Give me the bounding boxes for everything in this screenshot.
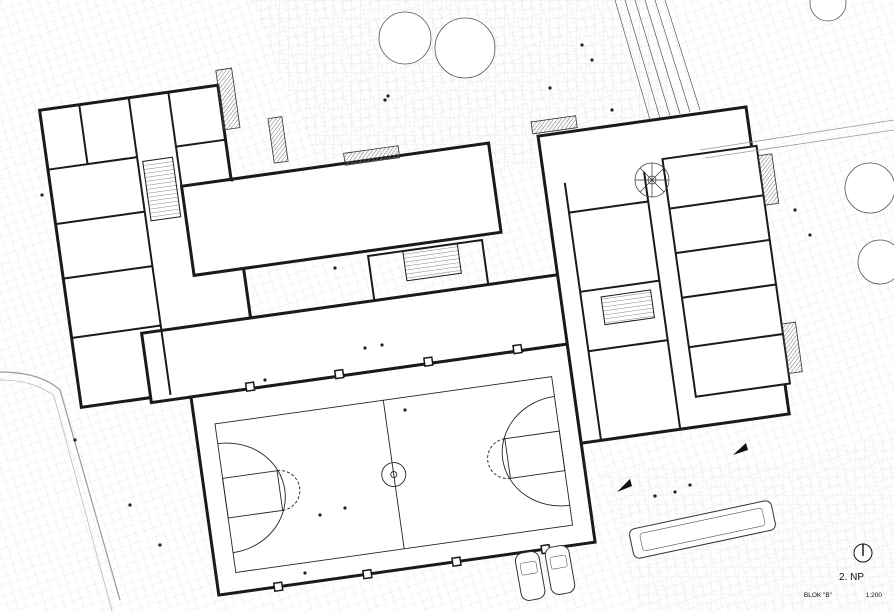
staircase-icon [600, 289, 656, 326]
path-line [704, 129, 894, 159]
block-label: BLOK "B" [803, 592, 832, 599]
staircase-icon [142, 156, 182, 222]
people-markers [40, 43, 812, 575]
path-line [699, 119, 894, 151]
east-wing-walls [563, 171, 784, 441]
bus-icon [629, 500, 776, 559]
balcony-hatch [215, 67, 241, 131]
spiral-stair-icon [634, 162, 670, 198]
entrance-arrow-icon [733, 443, 748, 455]
basketball-court [214, 376, 574, 573]
tree-icon [378, 0, 894, 285]
balcony-hatch [781, 321, 803, 375]
ramp [614, 0, 701, 121]
building [37, 67, 803, 597]
car-icon [514, 551, 546, 601]
scale-label: 1:200 [865, 592, 882, 599]
west-wing-walls [47, 92, 226, 395]
north-arrow-icon [853, 543, 873, 563]
east-rooms [661, 144, 792, 398]
road-edge [0, 371, 121, 601]
car-icon [544, 545, 576, 595]
balcony-hatch [343, 145, 401, 166]
lift-core [366, 238, 490, 302]
balcony-hatch [757, 153, 780, 206]
road-edge-inner [0, 379, 113, 611]
entrance-arrow-icon [617, 479, 632, 492]
floor-label: 2. NP [838, 572, 864, 583]
balcony-hatch [530, 115, 578, 135]
balcony-hatch [267, 116, 289, 164]
